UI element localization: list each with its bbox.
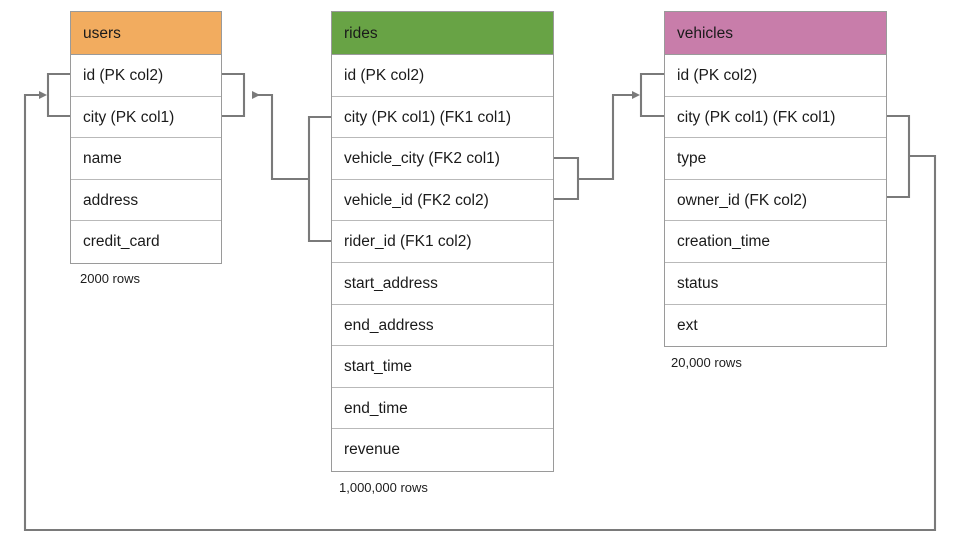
- table-vehicles-column-city[interactable]: city (PK col1) (FK col1): [665, 96, 886, 139]
- column-label: address: [83, 191, 139, 209]
- table-vehicles[interactable]: vehicles id (PK col2) city (PK col1) (FK…: [664, 11, 887, 348]
- edge-rides-fk2-to-vehicles: [554, 72, 664, 201]
- table-rides-title: rides: [344, 25, 378, 42]
- table-vehicles-column-status[interactable]: status: [665, 262, 886, 305]
- table-rides[interactable]: rides id (PK col2) city (PK col1) (FK1 c…: [331, 11, 554, 472]
- table-vehicles-column-type[interactable]: type: [665, 138, 886, 180]
- table-rides-column-end-address[interactable]: end_address: [332, 304, 553, 347]
- column-label: type: [677, 150, 707, 168]
- column-label: start_address: [344, 274, 438, 292]
- column-label: revenue: [344, 441, 401, 459]
- edge-users-right-bracket: [222, 72, 246, 118]
- table-vehicles-header: vehicles: [665, 12, 886, 55]
- table-rides-column-end-time[interactable]: end_time: [332, 387, 553, 430]
- table-rides-header: rides: [332, 12, 553, 55]
- column-label: credit_card: [83, 233, 160, 251]
- column-label: id (PK col2): [83, 67, 164, 84]
- column-label: vehicle_id (FK2 col2): [344, 191, 489, 209]
- table-users-column-id[interactable]: id (PK col2): [71, 55, 221, 97]
- table-vehicles-column-owner-id[interactable]: owner_id (FK col2): [665, 179, 886, 222]
- table-users-column-address[interactable]: address: [71, 179, 221, 222]
- table-users[interactable]: users id (PK col2) city (PK col1) name a…: [70, 11, 222, 264]
- table-rides-column-start-address[interactable]: start_address: [332, 262, 553, 305]
- table-users-row-count: 2000 rows: [80, 271, 140, 286]
- table-users-column-city[interactable]: city (PK col1): [71, 96, 221, 139]
- column-label: creation_time: [677, 233, 771, 251]
- table-vehicles-row-count: 20,000 rows: [671, 355, 742, 370]
- table-users-header: users: [71, 12, 221, 55]
- table-rides-row-count: 1,000,000 rows: [339, 480, 428, 495]
- table-vehicles-column-creation-time[interactable]: creation_time: [665, 221, 886, 263]
- table-rides-column-rider-id[interactable]: rider_id (FK1 col2): [332, 221, 553, 263]
- table-rides-column-city[interactable]: city (PK col1) (FK1 col1): [332, 96, 553, 139]
- column-label: end_address: [344, 316, 434, 334]
- column-label: rider_id (FK1 col2): [344, 233, 472, 251]
- column-label: owner_id (FK col2): [677, 191, 808, 209]
- column-label: city (PK col1) (FK1 col1): [344, 108, 512, 126]
- column-label: status: [677, 274, 719, 292]
- column-label: id (PK col2): [344, 67, 425, 84]
- column-label: city (PK col1): [83, 108, 175, 126]
- table-vehicles-column-ext[interactable]: ext: [665, 304, 886, 347]
- column-label: city (PK col1) (FK col1): [677, 108, 836, 126]
- column-label: ext: [677, 316, 698, 334]
- table-rides-column-revenue[interactable]: revenue: [332, 429, 553, 471]
- table-rides-column-vehicle-city[interactable]: vehicle_city (FK2 col1): [332, 138, 553, 180]
- table-users-title: users: [83, 25, 121, 42]
- table-rides-column-start-time[interactable]: start_time: [332, 346, 553, 388]
- table-users-column-credit-card[interactable]: credit_card: [71, 221, 221, 263]
- edge-users-left-bracket: [46, 72, 70, 118]
- edge-rides-fk1-to-users: [252, 91, 331, 243]
- table-vehicles-title: vehicles: [677, 25, 733, 42]
- table-users-column-name[interactable]: name: [71, 138, 221, 180]
- table-vehicles-column-id[interactable]: id (PK col2): [665, 55, 886, 97]
- column-label: vehicle_city (FK2 col1): [344, 150, 500, 168]
- table-rides-column-vehicle-id[interactable]: vehicle_id (FK2 col2): [332, 179, 553, 222]
- column-label: end_time: [344, 399, 408, 417]
- column-label: name: [83, 150, 122, 168]
- table-rides-column-id[interactable]: id (PK col2): [332, 55, 553, 97]
- column-label: id (PK col2): [677, 67, 758, 84]
- column-label: start_time: [344, 358, 413, 376]
